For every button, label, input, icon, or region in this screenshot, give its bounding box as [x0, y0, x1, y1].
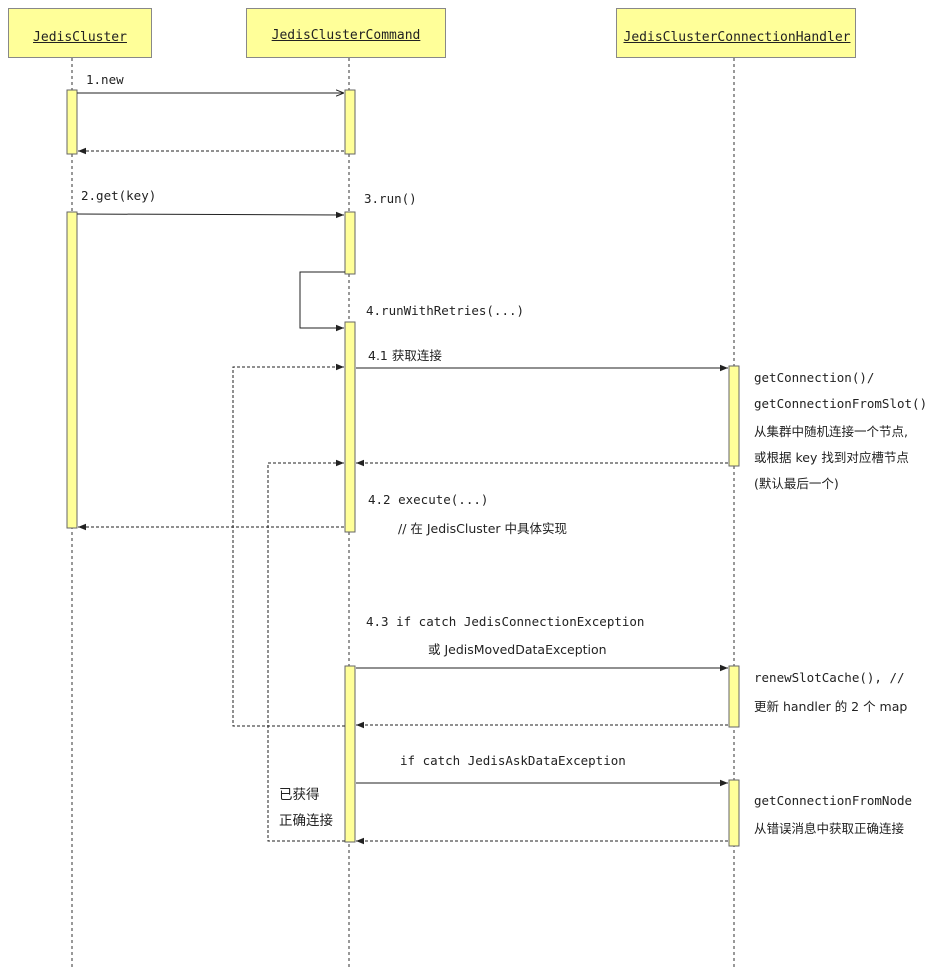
msg-new-label: 1.new [86, 72, 124, 87]
note-node-line-1: getConnectionFromNode [754, 793, 913, 808]
activation-command-2 [344, 211, 356, 275]
msg-moved-exception-line2: 或 JedisMovedDataException [428, 642, 607, 657]
note-get-connection-line-2: getConnectionFromSlot() [754, 396, 928, 411]
note-get-connection-line-1: getConnection()/ [754, 370, 875, 385]
msg-execute-comment: // 在 JedisCluster 中具体实现 [398, 521, 568, 536]
msg-get-connection-label: 4.1 获取连接 [368, 348, 442, 363]
msg-ask-exception-label: if catch JedisAskDataException [400, 753, 626, 768]
actor-jedisclustercommand-box [246, 8, 446, 58]
note-node-line-2: 从错误消息中获取正确连接 [754, 821, 905, 836]
actor-connectionhandler-box [616, 8, 856, 58]
activation-cluster-1 [66, 89, 78, 155]
msg-runwithretries-self [299, 271, 345, 332]
loop-label-line-2: 正确连接 [279, 813, 333, 829]
note-renew-line-1: renewSlotCache(), // [754, 670, 905, 685]
msg-execute-label: 4.2 execute(...) [368, 492, 489, 507]
activation-handler-1 [728, 365, 740, 467]
note-renew-line-2: 更新 handler 的 2 个 map [754, 699, 908, 714]
note-get-connection-line-4: 或根据 key 找到对应槽节点 [754, 450, 909, 465]
msg-get-arrow [76, 211, 345, 219]
msg-runwithretries-label: 4.runWithRetries(...) [366, 303, 525, 318]
activation-cluster-2 [66, 211, 78, 529]
actor-jedisclustercommand-label: JedisClusterCommand [271, 28, 421, 43]
msg-get-label: 2.get(key) [81, 188, 157, 203]
actor-connectionhandler-label: JedisClusterConnectionHandler [623, 30, 851, 45]
msg-moved-exception-line1: 4.3 if catch JedisConnectionException [366, 614, 645, 629]
retry-loop-moved [232, 363, 345, 727]
activation-handler-2 [728, 665, 740, 728]
loop-label-line-1: 已获得 [279, 787, 320, 803]
actor-jediscluster-label: JedisCluster [33, 30, 127, 45]
actor-jediscluster-box [8, 8, 152, 58]
note-get-connection-line-5: (默认最后一个) [754, 476, 839, 491]
activation-command-1 [344, 89, 356, 155]
note-get-connection-line-3: 从集群中随机连接一个节点, [754, 424, 908, 439]
msg-run-label: 3.run() [364, 191, 417, 206]
activation-command-4 [344, 665, 356, 843]
activation-handler-3 [728, 779, 740, 847]
activation-command-3 [344, 321, 356, 533]
retry-loop-ask [267, 459, 345, 842]
